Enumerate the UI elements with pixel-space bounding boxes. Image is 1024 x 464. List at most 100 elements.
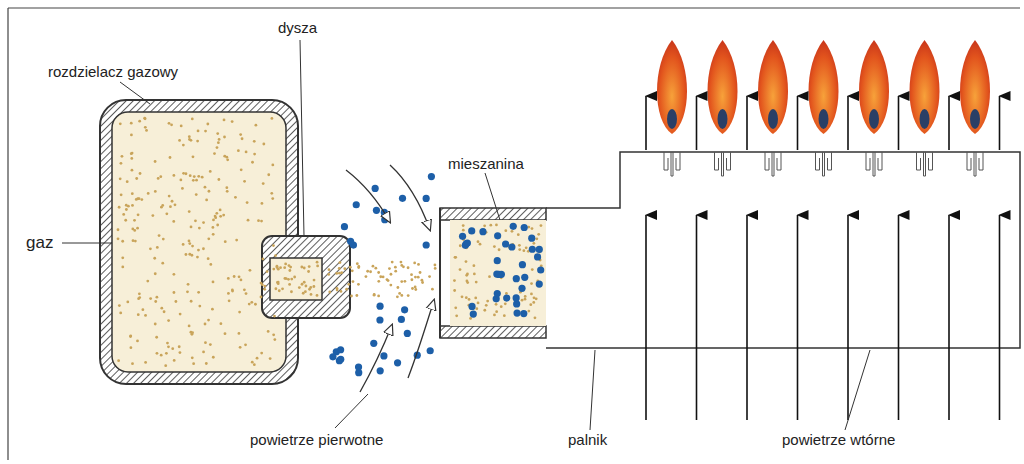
gas-dot (145, 129, 148, 132)
gas-dot (233, 275, 236, 278)
gas-dot (386, 278, 389, 281)
gas-dot (453, 279, 456, 282)
gas-dot (377, 295, 380, 298)
gas-dot (120, 193, 123, 196)
air-arrow (847, 96, 849, 150)
air-arrow (696, 96, 698, 150)
gas-dots (117, 117, 437, 376)
gas-dot (465, 296, 468, 299)
gas-dot (197, 291, 200, 294)
gas-dot (312, 285, 315, 288)
gas-dot (454, 256, 457, 259)
gas-dot (377, 271, 380, 274)
gas-dot (302, 292, 305, 295)
air-dot (537, 266, 544, 273)
air-arrow (999, 96, 1001, 150)
flame-core (970, 109, 980, 129)
air-dot (468, 227, 475, 234)
gas-dot (224, 332, 227, 335)
gas-dot (248, 303, 251, 306)
port (917, 152, 933, 176)
gas-dot (279, 266, 282, 269)
gas-dot (407, 266, 410, 269)
gas-dot (198, 305, 201, 308)
gas-dot (270, 192, 273, 195)
gas-dot (226, 190, 229, 193)
gas-dot (284, 263, 287, 266)
air-dot (398, 316, 405, 323)
gas-dot (161, 204, 164, 207)
gas-dot (122, 213, 125, 216)
gas-dot (161, 262, 164, 265)
gas-dot (201, 176, 204, 179)
gas-dot (130, 152, 133, 155)
gas-dot (169, 156, 172, 159)
gas-dot (477, 302, 480, 305)
gas-dot (414, 286, 417, 289)
gas-dot (143, 117, 146, 120)
gas-dot (208, 190, 211, 193)
flame (960, 40, 990, 134)
gas-dot (212, 233, 215, 236)
air-dot (513, 275, 520, 282)
gas-dot (240, 168, 243, 171)
air-dot (394, 359, 401, 366)
gas-dot (273, 338, 276, 341)
gas-dot (246, 201, 249, 204)
gas-dot (121, 155, 124, 158)
gas-dot (212, 356, 215, 359)
gas-dot (166, 342, 169, 345)
gas-dot (147, 192, 150, 195)
gas-dot (263, 288, 266, 291)
gas-dot (155, 336, 158, 339)
flame (758, 40, 788, 134)
air-dot (459, 233, 466, 240)
air-dot (536, 280, 543, 287)
gas-dot (532, 242, 535, 245)
gas-dot (156, 352, 159, 355)
gas-dot (287, 278, 290, 281)
gas-dot (237, 149, 240, 152)
gas-dot (495, 310, 498, 313)
gas-dot (188, 240, 191, 243)
gas-dot (500, 305, 503, 308)
air-dot (404, 330, 411, 337)
air-arrow (898, 96, 900, 150)
air-dot (508, 243, 515, 250)
gas-dot (277, 268, 280, 271)
gas-dot (214, 215, 217, 218)
gas-dot (131, 152, 134, 155)
air-dot (510, 223, 517, 230)
air-dot (337, 356, 344, 363)
gas-dot (404, 280, 407, 283)
gas-dot (197, 130, 200, 133)
gas-dot (157, 177, 160, 180)
label-distributor: rozdzielacz gazowy (46, 64, 180, 81)
gas-dot (173, 291, 176, 294)
flame (657, 40, 687, 134)
gas-dot (126, 301, 129, 304)
gas-dot (469, 317, 472, 320)
gas-dot (400, 261, 403, 264)
gas-dot (213, 152, 216, 155)
gas-dot (316, 264, 319, 267)
gas-dot (238, 332, 241, 335)
gas-dot (217, 178, 220, 181)
gas-dot (307, 270, 310, 273)
gas-dot (377, 280, 380, 283)
gas-dot (185, 172, 188, 175)
gas-dot (434, 264, 437, 267)
gas-dot (180, 125, 183, 128)
gas-dot (525, 246, 528, 249)
gas-dot (217, 141, 220, 144)
gas-dot (202, 350, 205, 353)
gas-dot (524, 295, 527, 298)
air-arrow (746, 215, 748, 420)
gas-dot (474, 297, 477, 300)
gas-dot (262, 182, 265, 185)
gas-dot (125, 208, 128, 211)
air-dot (470, 310, 477, 317)
air-dot (494, 232, 501, 239)
gas-dot (195, 193, 198, 196)
gas-dot (219, 215, 222, 218)
